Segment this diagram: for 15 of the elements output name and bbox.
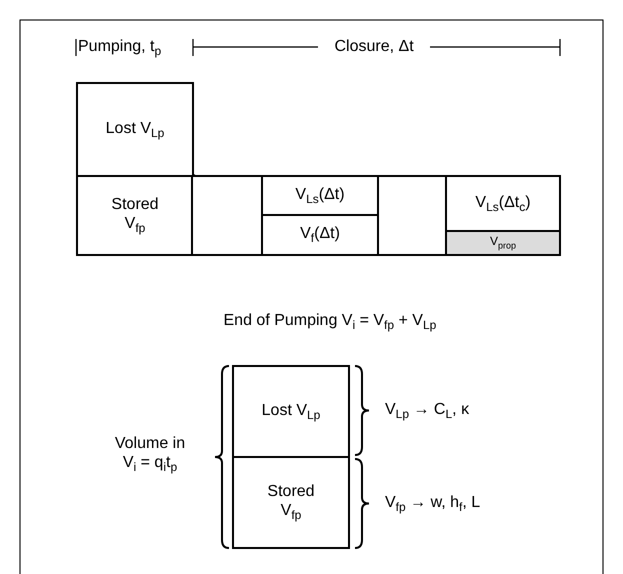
lost-volume-box: Lost V$_{Lp}$: [76, 82, 194, 178]
phase-label: Pumping, t$_{p}$: [78, 37, 162, 59]
lost-volume-box: Lost V$_{Lp}$: [232, 365, 350, 459]
proppant-volume-box: V$_{prop}$: [445, 230, 561, 256]
volume-label: Volume in V$_{i}$ = q$_{i}$t$_{p}$: [114, 434, 186, 475]
stored-volume-box: Stored V$_{fp}$: [76, 175, 194, 256]
empty-box: [377, 175, 447, 256]
empty-box: [191, 175, 263, 256]
equation-label: End of Pumping V$_{i}$ = V$_{fp}$ + V$_{Lp}$: [224, 311, 436, 333]
phase-label: Closure, Δt: [334, 37, 414, 56]
stored-volume-box: Stored V$_{fp}$: [232, 456, 350, 549]
leakoff-volume-box: V$_{Ls}$(Δt$_{c}$): [445, 175, 561, 233]
equation-label: V$_{fp}$ → w, h$_{f}$, L: [385, 493, 480, 515]
fracture-volume-box: V$_{f}$(Δt): [261, 214, 379, 256]
equation-label: V$_{Lp}$ → C$_{L}$, κ: [385, 400, 470, 422]
